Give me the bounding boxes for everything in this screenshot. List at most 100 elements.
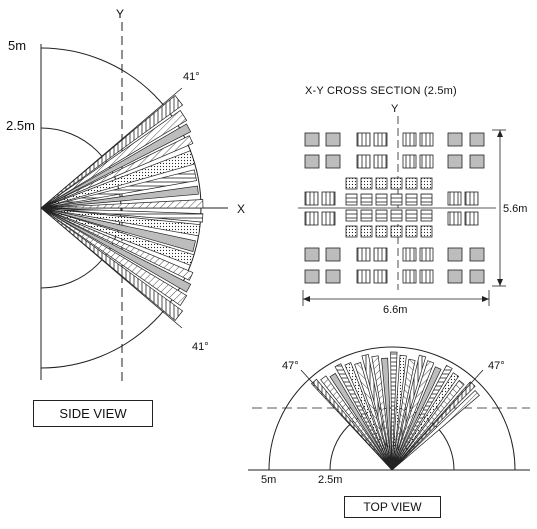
side-zone-12 (40, 207, 195, 266)
cross-zone-30 (419, 154, 434, 169)
cross-zone-27 (402, 247, 417, 262)
side-zone-13 (40, 207, 194, 281)
cross-zone-6 (469, 132, 485, 147)
top-zone-11 (391, 354, 407, 471)
cross-zone-34 (321, 191, 336, 206)
top-zone-2 (320, 375, 393, 471)
cross-zone-49 (375, 193, 388, 206)
side-angle-line-bottom (40, 207, 183, 329)
cross-zone-39 (447, 211, 462, 226)
cross-zone-8 (469, 154, 485, 169)
cross-zone-9 (304, 247, 320, 262)
side-zone-1 (40, 94, 184, 209)
cross-zone-43 (375, 177, 388, 190)
side-zone-7 (40, 185, 199, 209)
cross-zone-59 (345, 225, 358, 238)
cross-zone-26 (402, 154, 417, 169)
top-zone-6 (354, 362, 393, 471)
side-zone-10 (40, 207, 201, 237)
cross-zone-51 (405, 193, 418, 206)
top-label-5m: 5m (261, 474, 276, 486)
cross-zone-11 (304, 269, 320, 284)
top-arc-5m (268, 346, 516, 471)
cross-section-height-label: 5.6m (503, 203, 527, 215)
side-view: 5m 2.5m X Y 41° 41° (6, 7, 245, 382)
cross-section: X-Y CROSS SECTION (2.5m) Y 5.6m 6.6m (298, 85, 527, 316)
cross-section-title: X-Y CROSS SECTION (2.5m) (305, 85, 457, 97)
cross-zone-32 (419, 269, 434, 284)
side-zone-16 (40, 207, 184, 322)
side-zone-3 (40, 123, 192, 209)
side-zone-4 (40, 135, 194, 209)
cross-zone-55 (375, 209, 388, 222)
cross-zone-15 (447, 269, 463, 284)
top-zone-9 (381, 357, 393, 471)
side-view-label: SIDE VIEW (33, 400, 153, 427)
cross-zone-21 (373, 132, 388, 147)
cross-zone-61 (375, 225, 388, 238)
cross-zone-47 (345, 193, 358, 206)
cross-zone-2 (325, 132, 341, 147)
cross-zone-57 (405, 209, 418, 222)
top-zone-16 (391, 364, 453, 471)
side-zone-9 (40, 207, 204, 223)
cross-zone-58 (420, 209, 433, 222)
side-zone-8 (40, 199, 204, 209)
side-zone-2 (40, 110, 188, 209)
cross-zone-54 (360, 209, 373, 222)
cross-zone-40 (464, 211, 479, 226)
side-view-label-text: SIDE VIEW (59, 406, 127, 421)
top-angle-line-right (391, 369, 484, 471)
cross-zone-23 (373, 247, 388, 262)
top-view-label-text: TOP VIEW (363, 500, 422, 514)
top-zone-8 (371, 355, 393, 471)
cross-section-axis-y-label: Y (391, 103, 399, 115)
top-zone-19 (391, 381, 476, 471)
cross-zone-41 (345, 177, 358, 190)
cross-zone-35 (304, 211, 319, 226)
cross-zone-10 (325, 247, 341, 262)
top-zone-3 (329, 372, 393, 471)
side-label-2-5m: 2.5m (6, 118, 35, 133)
top-angle-line-left (300, 369, 393, 471)
top-zone-5 (344, 362, 393, 471)
cross-zone-7 (447, 154, 463, 169)
top-angle-right-label: 47° (488, 360, 505, 372)
cross-zone-29 (419, 132, 434, 147)
cross-zone-33 (304, 191, 319, 206)
cross-zone-24 (373, 269, 388, 284)
cross-zone-14 (469, 247, 485, 262)
top-view: 47° 47° 5m 2.5m (248, 346, 530, 486)
cross-zone-44 (390, 177, 403, 190)
cross-zone-62 (390, 225, 403, 238)
side-zone-5 (40, 150, 196, 209)
cross-zone-42 (360, 177, 373, 190)
cross-zone-20 (356, 269, 371, 284)
cross-zone-45 (405, 177, 418, 190)
top-zone-14 (391, 360, 435, 471)
top-label-2-5m: 2.5m (318, 474, 342, 486)
top-angle-left-label: 47° (282, 360, 299, 372)
top-zone-18 (391, 379, 465, 471)
side-detection-zones (40, 94, 204, 322)
cross-section-zones (304, 132, 485, 284)
cross-zone-4 (325, 154, 341, 169)
cross-zone-38 (464, 191, 479, 206)
cross-zone-31 (419, 247, 434, 262)
cross-zone-36 (321, 211, 336, 226)
cross-zone-18 (356, 154, 371, 169)
cross-zone-19 (356, 247, 371, 262)
cross-zone-50 (390, 193, 403, 206)
cross-zone-3 (304, 154, 320, 169)
cross-zone-48 (360, 193, 373, 206)
top-zone-17 (391, 372, 460, 471)
cross-zone-64 (420, 225, 433, 238)
top-zone-10 (390, 351, 398, 471)
side-axis-x-label: X (237, 202, 245, 216)
cross-zone-37 (447, 191, 462, 206)
top-zone-20 (391, 389, 480, 471)
side-angle-top-label: 41° (183, 71, 200, 83)
cross-zone-60 (360, 225, 373, 238)
